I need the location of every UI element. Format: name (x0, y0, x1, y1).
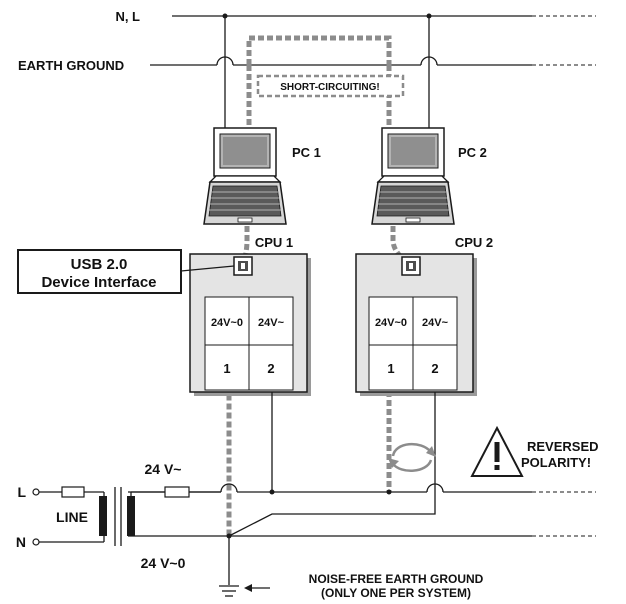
usb-callout-line-2: Device Interface (41, 274, 156, 291)
cpu2-terminal-number: 2 (431, 361, 438, 376)
usb-port-icon (233, 256, 253, 276)
earth-ground-label: EARTH GROUND (18, 58, 124, 73)
cpu1-number-cell-1 (204, 344, 250, 391)
cpu1-terminal-number: 1 (223, 361, 230, 376)
line-label: LINE (56, 509, 88, 525)
laptop-touchpad (237, 217, 253, 223)
cpu1-terminal-label: 24V~0 (211, 317, 243, 329)
n-terminal (32, 538, 40, 546)
usb-port-icon (401, 256, 421, 276)
junction-dot (269, 489, 275, 495)
line-input: L N LINE (16, 484, 105, 550)
cpu1-module: CPU 1 24V~0 24V~ 1 2 (189, 235, 311, 396)
24v-line-crossover-1 (220, 483, 238, 493)
cpu1-terminal-cell-2 (248, 296, 294, 346)
fuse-icon (164, 486, 190, 498)
n-l-label: N, L (115, 9, 140, 24)
cpu2-terminal-cell-1 (368, 296, 414, 346)
warning-triangle-icon (470, 425, 524, 477)
cpu1-terminal-cell-1 (204, 296, 250, 346)
junction-dot (386, 489, 392, 495)
cpu2-terminal-number: 1 (387, 361, 394, 376)
laptop-touchpad (405, 217, 421, 223)
transformer-icon (99, 487, 135, 546)
cpu2-module: CPU 2 24V~0 24V~ 1 2 (355, 235, 493, 396)
n-label: N (16, 534, 26, 550)
usb-callout-pointer (180, 265, 235, 272)
laptop-icon (203, 127, 287, 225)
reversed-label-line-1: REVERSED (527, 439, 599, 454)
24v0-label: 24 V~0 (141, 555, 186, 571)
usb-callout-box (17, 249, 182, 294)
24v-label: 24 V~ (145, 461, 182, 477)
laptop-screen-inner (391, 137, 435, 165)
l-label: L (17, 484, 26, 500)
noise-free-label-line-2: (ONLY ONE PER SYSTEM) (321, 586, 471, 600)
cpu2-label: CPU 2 (455, 235, 493, 250)
laptop-hinge (376, 175, 450, 183)
cpu2-terminal-label: 24V~0 (375, 317, 407, 329)
pc1-label: PC 1 (292, 145, 321, 160)
cpu1-terminal-label: 24V~ (258, 317, 285, 329)
short-circuit-loop (246, 35, 392, 65)
reversed-label-line-2: POLARITY! (521, 455, 591, 470)
laptop-keyboard (376, 185, 450, 217)
cpu2-number-cell-2 (412, 344, 458, 391)
cpu2-reversed-lead (228, 479, 436, 537)
cpu1-label: CPU 1 (255, 235, 293, 250)
noise-free-label-line-1: NOISE-FREE EARTH GROUND (309, 572, 484, 586)
cpu1-terminal-number: 2 (267, 361, 274, 376)
pc2-label: PC 2 (458, 145, 487, 160)
short-circuiting-label: SHORT-CIRCUITING! (280, 82, 379, 93)
laptop-icon (371, 127, 455, 225)
mains-wires (150, 13, 596, 68)
laptop-hinge (208, 175, 282, 183)
usb-callout-line-1: USB 2.0 (71, 256, 128, 273)
earth-ground-icon (219, 585, 239, 597)
fuse-icon (61, 486, 85, 498)
cpu1-number-cell-2 (248, 344, 294, 391)
cpu2-terminal-label: 24V~ (422, 317, 449, 329)
laptop-keyboard (208, 185, 282, 217)
noise-free-arrow (244, 584, 270, 592)
supply-wiring (128, 392, 596, 585)
short-circuiting-box (256, 74, 405, 98)
laptop-screen-inner (223, 137, 267, 165)
reverse-arrows-icon (388, 443, 436, 472)
cpu2-number-cell-1 (368, 344, 414, 391)
usb-callout: USB 2.0 Device Interface (17, 249, 235, 294)
l-terminal (32, 488, 40, 496)
